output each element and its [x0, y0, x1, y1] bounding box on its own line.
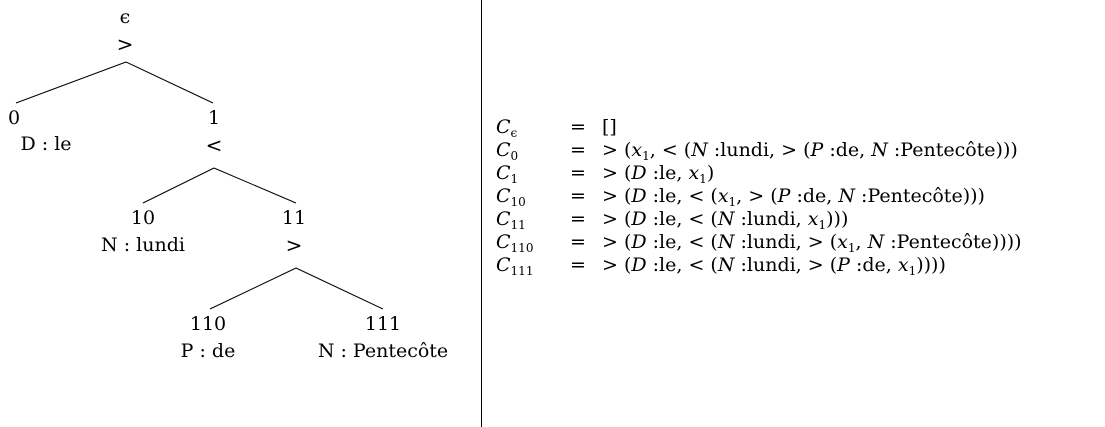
context-value: > (D :le, < (N :lundi, > (P :de, x1)))) — [602, 254, 946, 278]
root-operator: > — [116, 32, 134, 56]
derivation-tree: ϵ > 0 D : le 1 < 10 N : lundi 11 > 110 P… — [0, 0, 482, 427]
node-110-address: 110 — [189, 313, 227, 335]
edge-root-1 — [125, 61, 214, 104]
context-name: C11 — [496, 208, 526, 232]
node-111-label: N : Pentecôte — [317, 340, 449, 362]
context-value: > (D :le, x1) — [602, 162, 715, 186]
context-name: Cϵ — [496, 116, 518, 140]
column-divider — [481, 0, 482, 427]
equals-sign: = — [570, 208, 586, 230]
edge-11-110 — [209, 267, 297, 310]
node-10-address: 10 — [130, 207, 156, 229]
context-value: > (D :le, < (x1, > (P :de, N :Pentecôte)… — [602, 185, 985, 209]
node-111-address: 111 — [364, 313, 402, 335]
equals-sign: = — [570, 231, 586, 253]
equals-sign: = — [570, 254, 586, 276]
context-value: > (D :le, < (N :lundi, x1))) — [602, 208, 849, 232]
node-0-label: D : le — [20, 133, 72, 155]
tree-edges — [15, 61, 384, 310]
edge-root-0 — [15, 61, 127, 104]
node-110-label: P : de — [180, 340, 236, 362]
node-1-operator: < — [205, 133, 223, 157]
equals-sign: = — [570, 116, 586, 138]
context-name: C10 — [496, 185, 526, 209]
node-1-address: 1 — [207, 107, 221, 129]
edge-11-111 — [295, 267, 384, 310]
context-name: C0 — [496, 139, 519, 163]
edge-1-11 — [213, 167, 297, 204]
node-11-address: 11 — [281, 207, 307, 229]
context-value: > (D :le, < (N :lundi, > (x1, N :Pentecô… — [602, 231, 1022, 255]
context-name: C111 — [496, 254, 534, 278]
node-10-label: N : lundi — [101, 234, 185, 256]
equals-sign: = — [570, 185, 586, 207]
context-value: [] — [602, 116, 617, 138]
context-name: C1 — [496, 162, 519, 186]
root-address: ϵ — [119, 6, 131, 28]
node-0-address: 0 — [7, 107, 21, 129]
equals-sign: = — [570, 139, 586, 161]
equals-sign: = — [570, 162, 586, 184]
node-11-operator: > — [285, 233, 303, 257]
context-value: > (x1, < (N :lundi, > (P :de, N :Pentecô… — [602, 139, 1018, 163]
context-name: C110 — [496, 231, 534, 255]
edge-1-10 — [142, 167, 215, 204]
